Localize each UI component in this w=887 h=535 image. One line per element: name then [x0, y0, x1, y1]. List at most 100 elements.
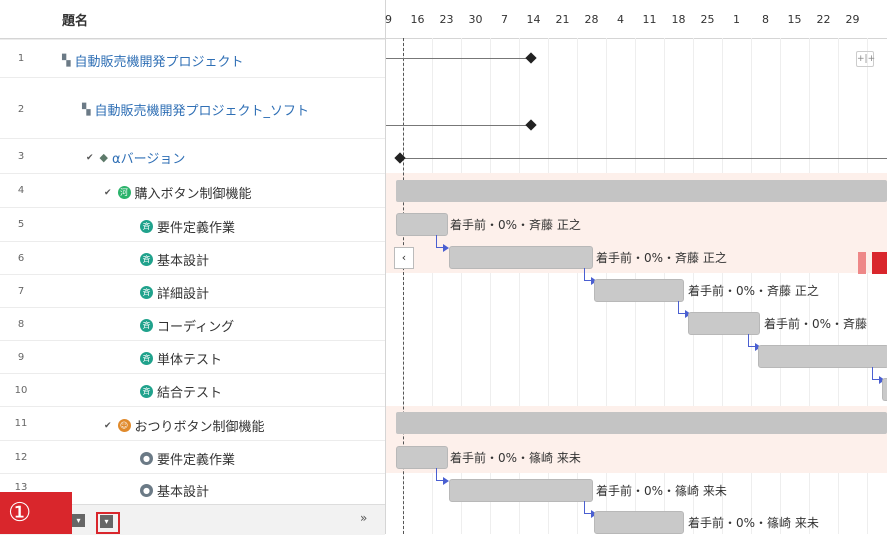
table-row[interactable]: 9 斉 単体テスト: [0, 340, 385, 374]
chevron-down-icon[interactable]: ✔: [104, 420, 112, 431]
dependency-arrow: [584, 501, 593, 514]
task-bar[interactable]: [882, 378, 887, 401]
date-column-header: 22: [816, 12, 831, 26]
project-icon: ▚: [82, 103, 91, 116]
double-chevron-down-icon[interactable]: »: [360, 511, 368, 525]
task-bar[interactable]: [688, 312, 760, 335]
table-row[interactable]: 12 ● 要件定義作業: [0, 440, 385, 474]
task-bar[interactable]: [594, 511, 684, 534]
table-row[interactable]: 5 斉 要件定義作業: [0, 207, 385, 242]
row-title[interactable]: 斉 詳細設計: [140, 283, 209, 302]
date-gridline: [867, 38, 868, 534]
table-row[interactable]: 2 ▚ 自動販売機開発プロジェクト_ソフト: [0, 77, 385, 139]
table-row[interactable]: 3 ✔ ◆ αバージョン: [0, 138, 385, 174]
task-bar[interactable]: [449, 479, 593, 502]
task-bar[interactable]: [594, 279, 684, 302]
date-gridline: [838, 38, 839, 534]
chevron-down-icon[interactable]: ✔: [104, 187, 112, 198]
row-title[interactable]: 斉 基本設計: [140, 250, 209, 269]
feature-avatar-icon: 河: [117, 186, 131, 199]
date-column-header: 7: [501, 12, 508, 26]
date-column-header: 11: [642, 12, 657, 26]
milestone-marker: [525, 119, 537, 131]
summary-bar[interactable]: [396, 412, 887, 434]
task-bar-label: 着手前・0%・斉藤: [764, 317, 868, 331]
task-bar[interactable]: [449, 246, 593, 269]
table-row[interactable]: 10 斉 結合テスト: [0, 373, 385, 407]
dependency-arrow-head: [443, 477, 449, 485]
date-column-header: 16: [410, 12, 425, 26]
date-column-header: 25: [700, 12, 715, 26]
date-gridline: [548, 38, 549, 534]
date-column-header: 15: [787, 12, 802, 26]
task-bar-label: 着手前・0%・篠崎 来未: [596, 484, 727, 498]
row-title[interactable]: 斉 コーディング: [140, 316, 234, 335]
task-bar-label: 着手前・0%・斉藤 正之: [688, 284, 819, 298]
row-number: 6: [17, 253, 25, 264]
row-number: 8: [17, 319, 25, 330]
row-title[interactable]: 斉 単体テスト: [140, 349, 222, 368]
date-column-header: 21: [555, 12, 570, 26]
dependency-arrow-head: [443, 244, 449, 252]
title-column-header[interactable]: 題名: [62, 13, 89, 29]
overflow-indicator: [858, 252, 866, 274]
row-title[interactable]: ✔ ☺ おつりボタン制御機能: [104, 419, 265, 435]
dependency-arrow: [584, 268, 593, 281]
task-bar-label: 着手前・0%・斉藤 正之: [596, 251, 727, 265]
row-title[interactable]: 斉 要件定義作業: [140, 217, 235, 236]
assignee-avatar-icon: 斉: [140, 253, 153, 266]
row-number: 2: [17, 104, 25, 115]
table-row[interactable]: 4 ✔ 河 購入ボタン制御機能: [0, 173, 385, 208]
date-column-header: 9: [385, 12, 392, 26]
row-title[interactable]: 斉 結合テスト: [140, 382, 222, 401]
collapse-bar-icon[interactable]: +|+: [856, 51, 875, 67]
row-title[interactable]: ● 要件定義作業: [140, 449, 235, 468]
milestone-marker: [525, 52, 537, 64]
dependency-arrow: [436, 235, 445, 248]
task-bar-label: 着手前・0%・篠崎 来未: [450, 451, 581, 465]
scroll-left-button[interactable]: ‹: [394, 247, 414, 269]
summary-bar[interactable]: [396, 180, 887, 202]
project-icon: ▚: [62, 54, 71, 67]
row-title[interactable]: ▚ 自動販売機開発プロジェクト: [62, 54, 244, 70]
dependency-arrow: [748, 334, 757, 347]
assignee-avatar-icon: 斉: [140, 220, 153, 233]
task-bar[interactable]: [396, 446, 448, 469]
assignee-avatar-icon: 斉: [140, 385, 153, 398]
date-column-header: 14: [526, 12, 541, 26]
row-title[interactable]: ✔ 河 購入ボタン制御機能: [104, 186, 252, 202]
feature-avatar-icon: ☺: [117, 419, 131, 432]
project-line: [386, 125, 531, 126]
today-line: [403, 38, 404, 534]
assignee-avatar-icon: ●: [140, 484, 153, 497]
table-row[interactable]: 7 斉 詳細設計: [0, 274, 385, 308]
date-gridline: [751, 38, 752, 534]
task-bar[interactable]: [396, 213, 448, 236]
row-title[interactable]: ✔ ◆ αバージョン: [86, 151, 186, 167]
table-row[interactable]: 11 ✔ ☺ おつりボタン制御機能: [0, 406, 385, 441]
row-number: 3: [17, 151, 25, 162]
date-gridline: [780, 38, 781, 534]
row-number: 1: [17, 53, 25, 64]
task-bar[interactable]: [758, 345, 887, 368]
row-number: 7: [17, 286, 25, 297]
table-row[interactable]: 6 斉 基本設計: [0, 241, 385, 275]
row-title[interactable]: ▚ 自動販売機開発プロジェクト_ソフト: [82, 103, 309, 119]
chevron-down-icon[interactable]: ✔: [86, 152, 94, 163]
date-column-header: 28: [584, 12, 599, 26]
collapse-icon[interactable]: ▾: [72, 514, 85, 527]
date-column-header: 29: [845, 12, 860, 26]
assignee-avatar-icon: ●: [140, 452, 153, 465]
highlight-box: [96, 512, 120, 534]
date-column-header: 30: [468, 12, 483, 26]
table-row[interactable]: 1 ▚ 自動販売機開発プロジェクト: [0, 39, 385, 78]
row-title[interactable]: ● 基本設計: [140, 481, 209, 500]
row-number: 4: [17, 185, 25, 196]
expand-icon[interactable]: ▾: [100, 515, 113, 528]
date-gridline: [461, 38, 462, 534]
task-bar-label: 着手前・0%・斉藤 正之: [450, 218, 581, 232]
date-column-header: 8: [762, 12, 769, 26]
table-row[interactable]: 13 ● 基本設計: [0, 473, 385, 505]
table-row[interactable]: 8 斉 コーディング: [0, 307, 385, 341]
